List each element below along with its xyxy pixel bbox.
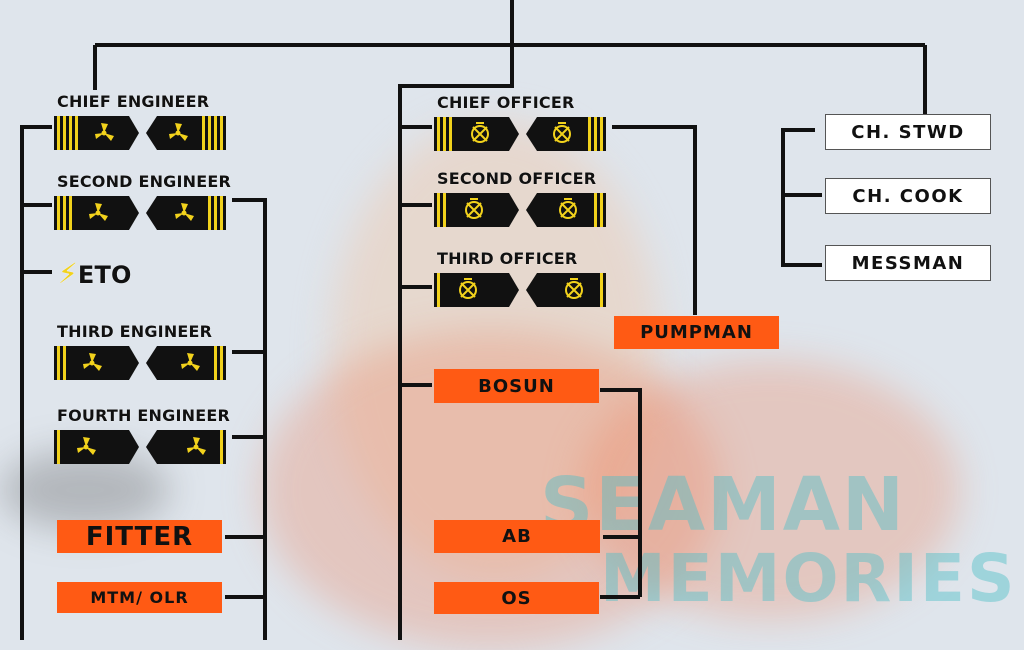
- engineer-epaulette-icon: [54, 430, 226, 464]
- engine-rank-label: CHIEF ENGINEER: [57, 92, 210, 111]
- watermark-line2: MEMORIES: [600, 540, 1017, 617]
- engineer-epaulette-icon: [54, 346, 226, 380]
- officer-epaulette-icon: [434, 273, 606, 307]
- officer-epaulette-icon: [434, 193, 606, 227]
- messman-box: MESSMAN: [825, 245, 991, 281]
- eto-label: ⚡ETO: [58, 257, 132, 290]
- deck-rank-label: SECOND OFFICER: [437, 169, 597, 188]
- engineer-epaulette-icon: [54, 116, 226, 150]
- engineer-epaulette-icon: [54, 196, 226, 230]
- mtm-olr-box: MTM/ OLR: [57, 582, 222, 613]
- officer-epaulette-icon: [434, 117, 606, 151]
- os-box: OS: [434, 582, 599, 614]
- engine-rank-label: SECOND ENGINEER: [57, 172, 232, 191]
- deck-rank-label: THIRD OFFICER: [437, 249, 578, 268]
- ab-box: AB: [434, 520, 600, 553]
- ch-stwd-box: CH. STWD: [825, 114, 991, 150]
- background-figure: [580, 360, 960, 620]
- watermark-line1: SEAMAN: [540, 462, 906, 548]
- ch-cook-box: CH. COOK: [825, 178, 991, 214]
- engine-rank-label: FOURTH ENGINEER: [57, 406, 230, 425]
- engine-rank-label: THIRD ENGINEER: [57, 322, 213, 341]
- deck-rank-label: CHIEF OFFICER: [437, 93, 575, 112]
- bosun-box: BOSUN: [434, 369, 599, 403]
- fitter-box: FITTER: [57, 520, 222, 553]
- pumpman-box: PUMPMAN: [614, 316, 779, 349]
- lightning-icon: ⚡: [58, 257, 78, 290]
